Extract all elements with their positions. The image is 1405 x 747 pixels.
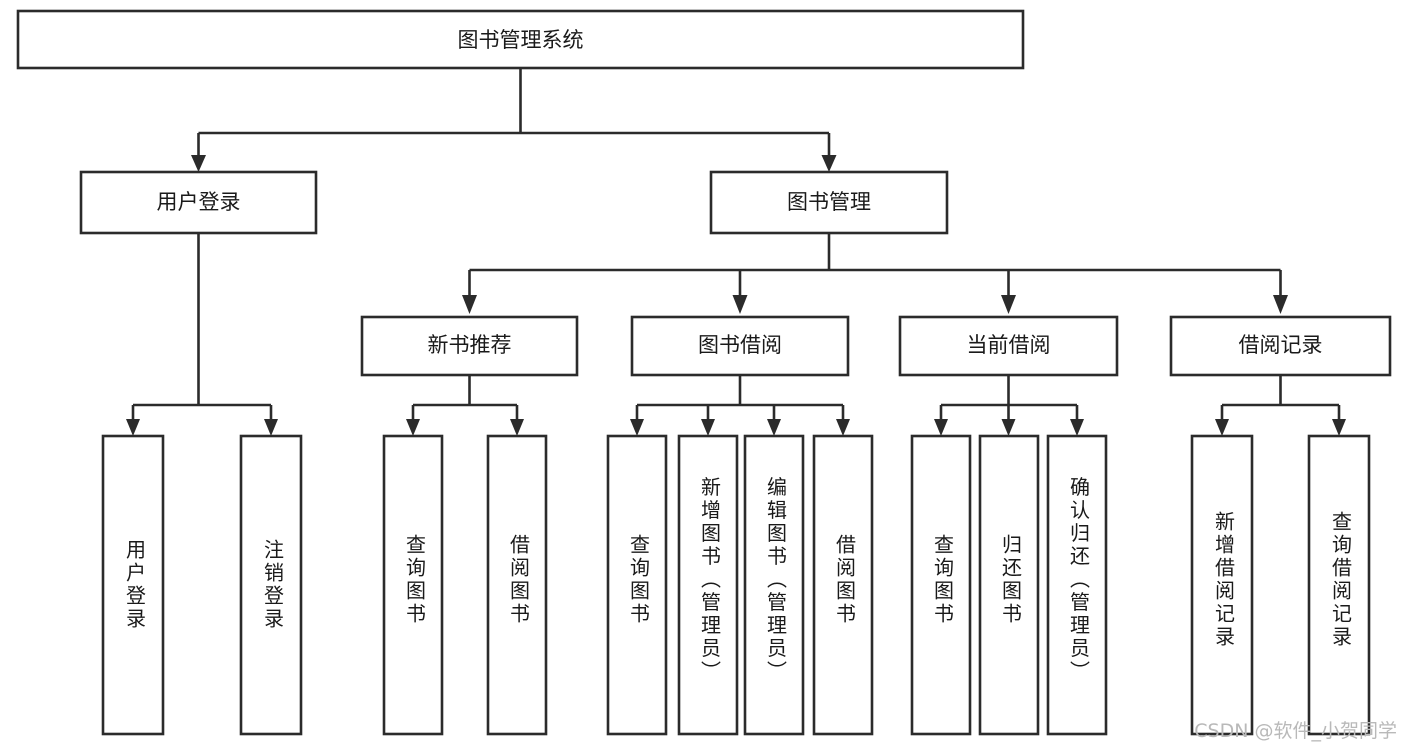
node-leaf-add-borrow-record-box[interactable]: [1190, 434, 1254, 736]
node-leaf-query-borrow-record-label: 查询借阅记录: [1329, 511, 1353, 649]
arrowhead-borrow-leaf2: [701, 419, 715, 436]
node-borrowing-record-label: 借阅记录: [1239, 333, 1323, 357]
node-leaf-logout-box[interactable]: [239, 434, 303, 736]
node-borrowing-record-box[interactable]: [1169, 315, 1392, 377]
node-leaf-query-book-1-box[interactable]: [382, 434, 444, 736]
node-leaf-query-book-2[interactable]: 查询图书: [606, 434, 668, 736]
node-leaf-add-book-admin-label: 新增图书（管理员）: [698, 476, 722, 683]
node-leaf-query-book-3-label: 查询图书: [931, 534, 955, 626]
arrowhead-current-leaf2: [1001, 419, 1016, 436]
node-leaf-confirm-return-admin-label: 确认归还（管理员）: [1067, 476, 1091, 683]
arrowhead-newbook-leaf2: [510, 419, 524, 436]
node-leaf-query-book-1-label: 查询图书: [403, 534, 427, 626]
node-book-management-label: 图书管理: [787, 190, 871, 214]
node-user-login-box[interactable]: [79, 170, 318, 235]
arrowhead-borrow-record: [1273, 295, 1288, 314]
node-leaf-return-book-box[interactable]: [978, 434, 1040, 736]
arrowhead-book-borrow: [732, 295, 748, 314]
arrowhead-current-borrow: [1001, 295, 1016, 314]
node-leaf-query-borrow-record-box[interactable]: [1307, 434, 1371, 736]
arrowhead-borrow-leaf1: [630, 419, 644, 436]
connector-layer: [126, 68, 1346, 436]
node-leaf-query-book-3-box[interactable]: [910, 434, 972, 736]
node-leaf-edit-book-admin[interactable]: 编辑图书（管理员）: [743, 434, 805, 736]
node-leaf-return-book[interactable]: 归还图书: [978, 434, 1040, 736]
node-leaf-user-login-box[interactable]: [101, 434, 165, 736]
node-book-management-box[interactable]: [709, 170, 949, 235]
node-leaf-logout-label: 注销登录: [261, 539, 285, 631]
arrowhead-new-book-rec: [462, 295, 477, 314]
node-new-book-recommendation-label: 新书推荐: [428, 333, 512, 357]
arrowhead-newbook-leaf1: [406, 419, 420, 436]
node-leaf-borrow-book-1[interactable]: 借阅图书: [486, 434, 548, 736]
node-book-borrowing-label: 图书借阅: [698, 333, 782, 357]
arrowhead-record-leaf2: [1332, 419, 1346, 436]
node-new-book-recommendation-box[interactable]: [360, 315, 579, 377]
node-leaf-query-book-2-box[interactable]: [606, 434, 668, 736]
node-user-login-label: 用户登录: [157, 190, 241, 214]
node-leaf-add-borrow-record-label: 新增借阅记录: [1212, 511, 1236, 649]
node-leaf-add-book-admin[interactable]: 新增图书（管理员）: [677, 434, 739, 736]
arrowhead-book-mgmt: [821, 155, 837, 172]
node-leaf-user-login[interactable]: 用户登录: [101, 434, 165, 736]
node-current-borrowing[interactable]: 当前借阅: [898, 315, 1119, 377]
node-leaf-query-borrow-record[interactable]: 查询借阅记录: [1307, 434, 1371, 736]
node-root-system[interactable]: 图书管理系统: [16, 9, 1025, 70]
node-leaf-borrow-book-2-box[interactable]: [812, 434, 874, 736]
node-leaf-query-book-3[interactable]: 查询图书: [910, 434, 972, 736]
node-leaf-borrow-book-1-label: 借阅图书: [507, 534, 531, 626]
node-leaf-user-login-label: 用户登录: [123, 539, 147, 631]
node-user-login[interactable]: 用户登录: [79, 170, 318, 235]
arrowhead-leaf-logout: [264, 419, 278, 436]
arrowhead-current-leaf1: [934, 419, 948, 436]
arrowhead-borrow-leaf3: [767, 419, 781, 436]
node-root-system-box[interactable]: [16, 9, 1025, 70]
node-leaf-borrow-book-2-label: 借阅图书: [833, 534, 857, 626]
arrowhead-leaf-user-login: [126, 419, 140, 436]
node-leaf-add-book-admin-box[interactable]: [677, 434, 739, 736]
node-leaf-edit-book-admin-box[interactable]: [743, 434, 805, 736]
node-book-management[interactable]: 图书管理: [709, 170, 949, 235]
node-leaf-add-borrow-record[interactable]: 新增借阅记录: [1190, 434, 1254, 736]
node-leaf-edit-book-admin-label: 编辑图书（管理员）: [764, 476, 788, 683]
node-borrowing-record[interactable]: 借阅记录: [1169, 315, 1392, 377]
node-leaf-query-book-1[interactable]: 查询图书: [382, 434, 444, 736]
node-new-book-recommendation[interactable]: 新书推荐: [360, 315, 579, 377]
node-root-system-label: 图书管理系统: [458, 28, 584, 52]
node-leaf-confirm-return-admin[interactable]: 确认归还（管理员）: [1046, 434, 1108, 736]
node-book-borrowing[interactable]: 图书借阅: [630, 315, 850, 377]
node-leaf-return-book-label: 归还图书: [999, 534, 1023, 626]
node-book-borrowing-box[interactable]: [630, 315, 850, 377]
node-leaf-borrow-book-2[interactable]: 借阅图书: [812, 434, 874, 736]
node-leaf-logout[interactable]: 注销登录: [239, 434, 303, 736]
node-current-borrowing-box[interactable]: [898, 315, 1119, 377]
node-current-borrowing-label: 当前借阅: [967, 333, 1051, 357]
node-leaf-query-book-2-label: 查询图书: [627, 534, 651, 626]
arrowhead-record-leaf1: [1215, 419, 1229, 436]
arrowhead-borrow-leaf4: [836, 419, 850, 436]
node-leaf-borrow-book-1-box[interactable]: [486, 434, 548, 736]
arrowhead-user-login: [191, 155, 206, 172]
node-leaf-confirm-return-admin-box[interactable]: [1046, 434, 1108, 736]
arrowhead-current-leaf3: [1070, 419, 1084, 436]
